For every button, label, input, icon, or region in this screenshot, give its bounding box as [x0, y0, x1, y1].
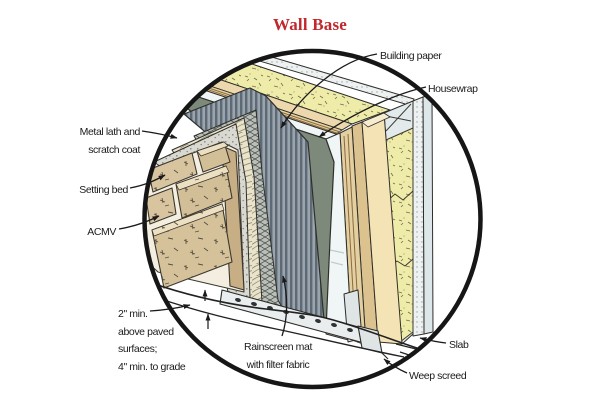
grade-line	[154, 296, 405, 358]
label-building-paper: Building paper	[380, 50, 442, 62]
leader-slab	[419, 337, 447, 344]
label-metal-lath: Metal lath and scratch coat	[79, 126, 141, 156]
weep-holes	[235, 298, 353, 332]
stud-top-face	[361, 112, 391, 128]
leader-building-paper	[280, 53, 378, 129]
framing-and-interior	[351, 93, 434, 347]
page-title: Wall Base	[272, 15, 348, 34]
drywall-face	[422, 93, 434, 335]
leader-housewrap	[318, 86, 427, 138]
leader-acmv	[118, 215, 160, 230]
leader-lines	[118, 53, 447, 374]
leader-rainscreen	[281, 275, 288, 337]
clearance-dimension-arrows	[202, 289, 211, 329]
leader-setting-bed	[129, 174, 166, 189]
drywall-cut-edge	[412, 96, 425, 337]
detail-circle-outline	[142, 48, 483, 390]
label-slab: Slab	[449, 339, 469, 351]
leader-weep-screed	[383, 358, 408, 374]
label-rainscreen: Rainscreen mat with filter fabric	[244, 341, 312, 371]
label-acmv: ACMV	[87, 226, 116, 238]
leader-clearance	[149, 304, 191, 312]
label-setting-bed: Setting bed	[79, 184, 128, 196]
paved-surface-line	[146, 280, 418, 349]
label-clearance: 2" min. above paved surfaces; 4" min. to…	[118, 308, 186, 373]
leader-metal-lath	[141, 130, 178, 139]
label-weep-screed: Weep screed	[409, 370, 467, 382]
acmv-stone-veneer	[146, 141, 245, 293]
label-housewrap: Housewrap	[428, 83, 478, 95]
